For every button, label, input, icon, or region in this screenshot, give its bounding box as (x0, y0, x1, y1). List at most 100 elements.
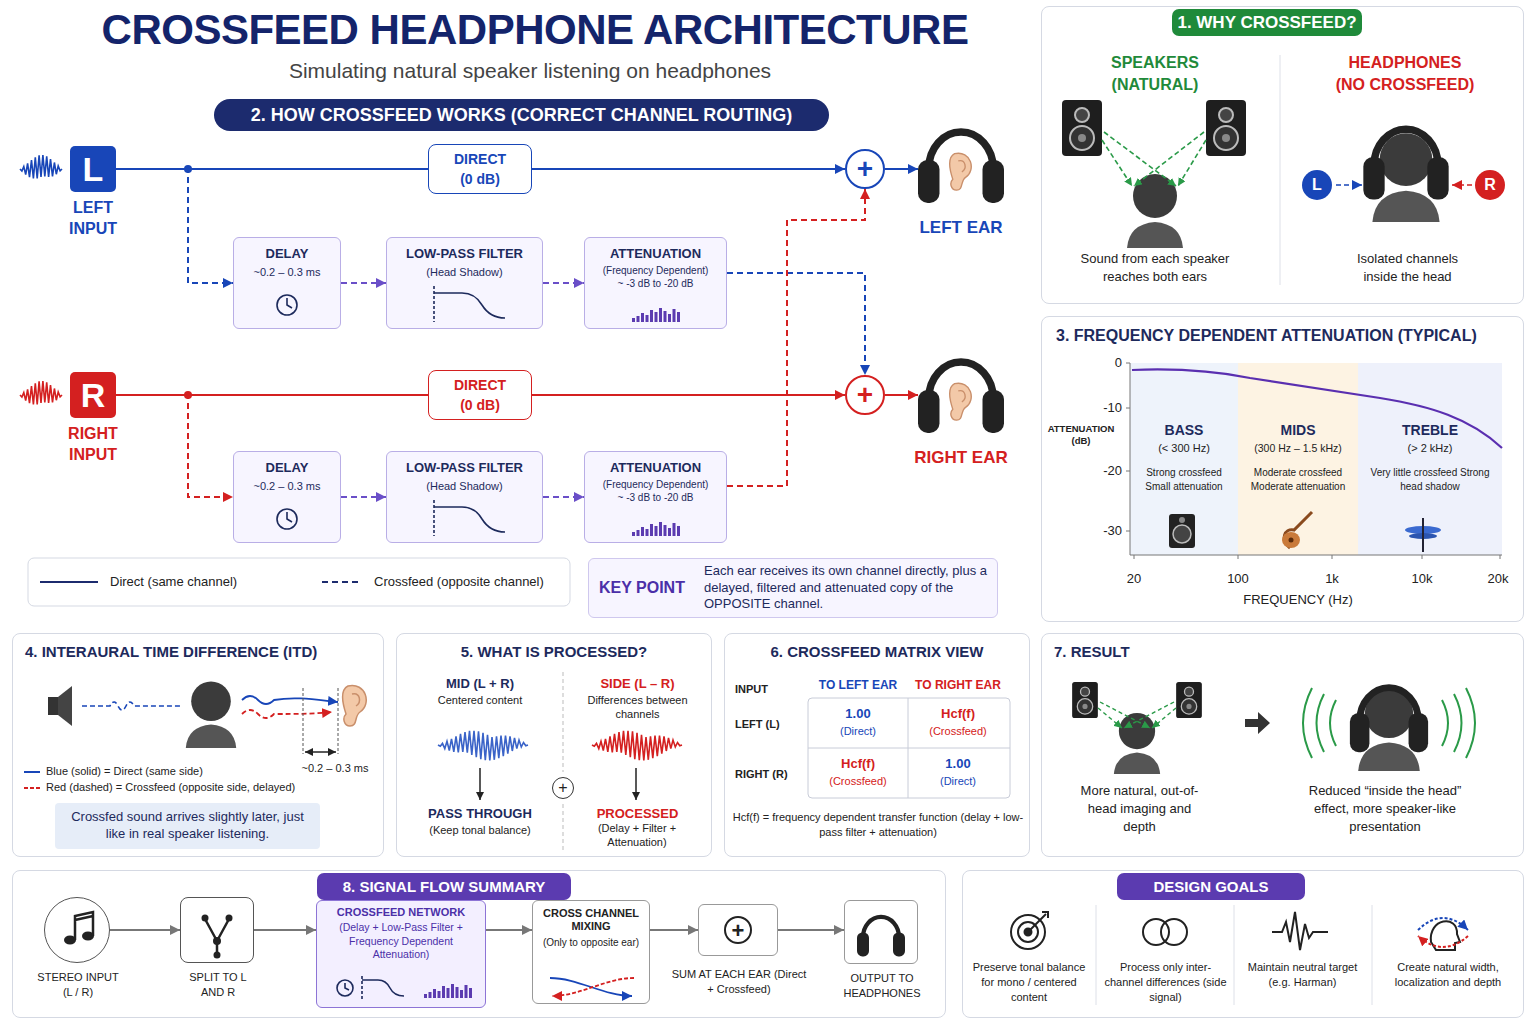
attenuation-chart (1130, 363, 1131, 555)
attenuation-chart (1173, 525, 1191, 543)
bar-icon (424, 994, 427, 998)
goal-icon (1042, 912, 1048, 918)
attenuation-chart (1422, 518, 1424, 552)
bar-icon (668, 314, 671, 322)
attenuation-box-text: ATTENUATION (610, 246, 701, 262)
signal-title: SIDE (L – R) (565, 676, 710, 692)
bar-icon (460, 990, 463, 998)
flow-icon (213, 937, 221, 945)
attenuation-box: ATTENUATION(Frequency Dependent)~ -3 dB … (584, 237, 727, 329)
attenuation-chart (1130, 555, 1502, 556)
box-fill (396, 633, 712, 857)
bar-icon (673, 523, 676, 536)
result-scene (1442, 700, 1448, 746)
column-heading: SPEAKERS (NATURAL) (1095, 52, 1215, 95)
attenuation-box-text: ~ -3 dB to -20 dB (618, 492, 694, 504)
direct-box-text: (0 dB) (460, 171, 500, 188)
crossfeed-connector (543, 282, 584, 284)
speaker-scene (1363, 129, 1448, 199)
ear-output-text: LEFT EAR (898, 218, 1024, 238)
connector (486, 929, 532, 931)
table-cell: (Direct) (908, 775, 1008, 789)
section-panel: 4. INTERAURAL TIME DIFFERENCE (ITD)Cross… (12, 633, 384, 857)
crossfeed-connector (116, 169, 233, 283)
signal-title: MID (L + R) (405, 676, 555, 692)
signal-note: Differences between channels (575, 694, 700, 722)
delay-box-text: DELAY (266, 246, 309, 262)
channel-badge: L (1302, 170, 1332, 200)
filter-curve-icon (434, 293, 505, 318)
bar-icon (659, 522, 662, 536)
table-cell: (Direct) (808, 725, 908, 739)
bar-icon (646, 529, 649, 536)
speaker-scene (1102, 140, 1132, 186)
box-fill (724, 633, 1030, 857)
result-scene (1317, 694, 1325, 752)
bar-icon (442, 986, 445, 998)
ear-output-text: RIGHT EAR (898, 448, 1024, 468)
axis-title: ATTENUATION (dB) (1043, 423, 1119, 448)
flow-icon (226, 915, 233, 922)
page-title: CROSSFEED HEADPHONE ARCHITECTURE (40, 6, 1030, 54)
flow-icon (857, 917, 905, 957)
bar-icon (632, 318, 635, 322)
lowpass-box-text: LOW-PASS FILTER (406, 246, 523, 262)
crossfeed-connector (116, 395, 233, 497)
attenuation-chart (1132, 369, 1502, 448)
table-header: INPUT (735, 683, 800, 697)
stereo-input-icon: STEREO INPUT (L / R) (44, 897, 110, 963)
box-fill (386, 451, 543, 543)
crossfeed-network-box: CROSSFEED NETWORK(Delay + Low-Pass Filte… (316, 900, 486, 1008)
sum-box: +SUM AT EACH EAR (Direct + Crossfeed) (698, 904, 778, 956)
itd-scene (305, 752, 336, 753)
bar-icon (433, 989, 436, 998)
speaker-scene (1104, 132, 1176, 186)
goal-text: Preserve tonal balance for mono / center… (965, 960, 1093, 1005)
axis-tick: 0 (1090, 355, 1122, 371)
box-fill (1041, 6, 1524, 304)
speaker-scene (1280, 55, 1281, 285)
table-cell: (Crossfeed) (808, 775, 908, 789)
crossfeed-network-box-text: CROSSFEED NETWORK (337, 906, 465, 919)
matrix-grid (808, 698, 1010, 798)
band-range: (< 300 Hz) (1138, 442, 1230, 456)
result-scene (1098, 702, 1176, 728)
axis-tick: 1k (1312, 571, 1352, 587)
attenuation-box-text: ~ -3 dB to -20 dB (618, 278, 694, 290)
delay-box: DELAY~0.2 – 0.3 ms (233, 451, 341, 543)
connector (885, 394, 918, 396)
filter-curve-icon (361, 976, 363, 999)
box-fill (584, 237, 727, 329)
direct-box-text: DIRECT (454, 377, 506, 394)
band-note: Strong crossfeed Small attenuation (1136, 466, 1232, 493)
flow-icon (202, 915, 209, 922)
mid-side-scene (563, 672, 564, 772)
goal-icon (1161, 919, 1187, 945)
box-fill (962, 870, 1524, 1018)
output-box: OUTPUT TO HEADPHONES (844, 900, 918, 964)
sum-circle-text: + (857, 381, 873, 409)
connector (110, 929, 180, 931)
direct-box-text: DIRECT (454, 151, 506, 168)
column-heading: HEADPHONES (NO CROSSFEED) (1334, 52, 1476, 95)
output-box-text: OUTPUT TO HEADPHONES (827, 971, 937, 1001)
lowpass-box-text: LOW-PASS FILTER (406, 460, 523, 476)
connector (778, 929, 844, 931)
waveform-icon (20, 155, 62, 178)
attenuation-chart (1179, 517, 1185, 523)
dimension-label: ~0.2 – 0.3 ms (290, 762, 380, 776)
clock-icon (277, 509, 297, 529)
axis-tick: 20 (1114, 571, 1154, 587)
mid-side-scene (635, 768, 637, 800)
key-text: Red (dashed) = Crossfeed (opposite side,… (46, 781, 346, 795)
key-point-box: KEY POINTEach ear receives its own chann… (588, 558, 998, 618)
section-panel: 7. RESULT (1041, 633, 1524, 857)
band-range: (300 Hz – 1.5 kHz) (1240, 442, 1356, 455)
axis-tick: 100 (1218, 571, 1258, 587)
flow-icon (552, 978, 634, 996)
split-icon: SPLIT TO L AND R (180, 897, 254, 963)
input-badge-text: RIGHT INPUT (48, 424, 138, 466)
section-panel: 6. CROSSFEED MATRIX VIEW (724, 633, 1030, 857)
bar-icon (659, 308, 662, 322)
section-panel-text: 7. RESULT (1054, 643, 1354, 661)
